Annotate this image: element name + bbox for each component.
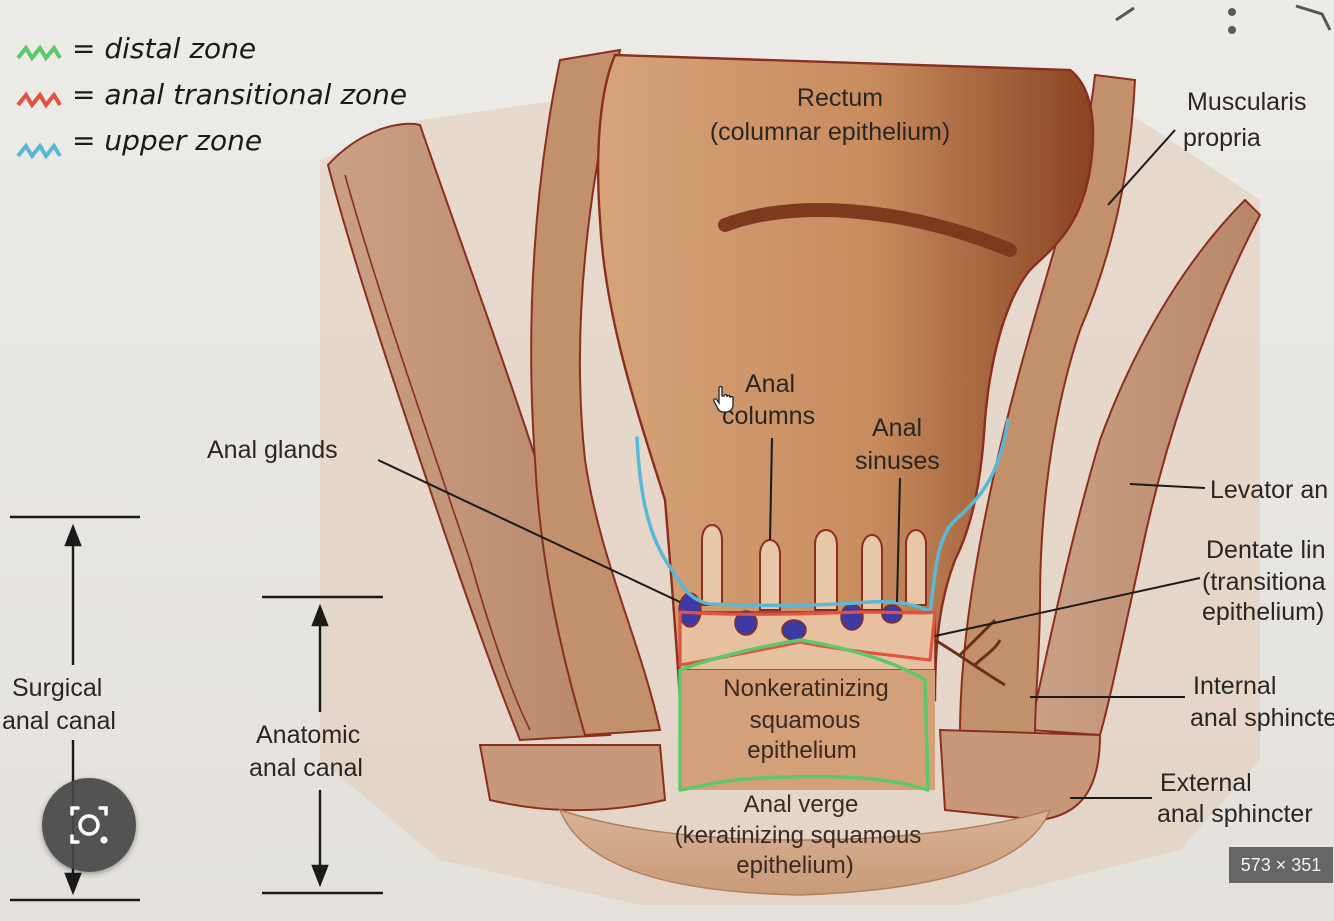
- anatomic-arrow-up: [311, 603, 329, 627]
- legend-transitional-zone: = anal transitional zone: [72, 78, 407, 111]
- label-surgical-2: anal canal: [2, 707, 116, 735]
- anatomic-arrow-down: [311, 864, 329, 888]
- anal-glands-group: [678, 592, 903, 641]
- label-anatomic-2: anal canal: [249, 754, 363, 782]
- rectum-fold: [718, 203, 1017, 257]
- external-sphincter-right: [938, 728, 1102, 822]
- legend-distal-zone: = distal zone: [72, 32, 256, 65]
- leader-anal-sinuses: [896, 477, 901, 603]
- legend-upper-zone: = upper zone: [72, 124, 262, 157]
- label-nonker-3: epithelium: [747, 737, 856, 764]
- external-sphincter-left: [478, 744, 667, 812]
- hand-pointer-icon: [713, 385, 734, 413]
- label-nonker-1: Nonkeratinizing: [723, 675, 888, 702]
- label-verge-2: (keratinizing squamous: [675, 822, 922, 849]
- anal-column-5: [905, 529, 927, 606]
- anal-column-1: [701, 524, 723, 606]
- distal-zone-outline: [678, 638, 930, 792]
- anal-columns-group: [701, 524, 927, 611]
- leader-levator: [1129, 483, 1206, 489]
- upper-zone-outline: [635, 418, 1010, 615]
- anal-column-4: [861, 534, 883, 611]
- more-vert-icon[interactable]: [1222, 6, 1242, 40]
- label-anal-columns-2: columns: [722, 402, 815, 430]
- anal-column-2: [759, 539, 781, 611]
- label-anal-glands: Anal glands: [207, 436, 338, 464]
- label-internal-2: anal sphincte: [1190, 704, 1334, 732]
- levator-right-shape: [1028, 198, 1262, 737]
- label-rectum-sub: (columnar epithelium): [710, 118, 950, 146]
- legend-swatch-green: [16, 44, 62, 62]
- label-anatomic-1: Anatomic: [256, 721, 360, 749]
- leader-lines: [377, 129, 1206, 799]
- leader-anal-glands: [377, 459, 681, 603]
- label-muscularis-1: Muscularis: [1187, 88, 1306, 116]
- label-dentate-2: (transitiona: [1202, 568, 1326, 596]
- label-levator: Levator an: [1210, 476, 1328, 504]
- label-surgical-1: Surgical: [12, 674, 102, 702]
- surgical-arrow-up: [64, 523, 82, 547]
- label-verge-1: Anal verge: [744, 791, 859, 818]
- label-rectum: Rectum: [797, 84, 883, 112]
- measurement-bars: [10, 515, 383, 902]
- label-muscularis-2: propria: [1183, 124, 1261, 152]
- label-anal-columns-1: Anal: [745, 370, 795, 398]
- leader-dentate: [934, 577, 1201, 637]
- levator-left-inner: [344, 174, 531, 731]
- anal-verge-shape: [558, 808, 1052, 896]
- label-verge-3: epithelium): [736, 852, 853, 879]
- legend-swatch-blue: [16, 142, 62, 160]
- nonkeratinizing-zone: [680, 670, 935, 790]
- legend-swatch-red: [16, 91, 62, 109]
- leader-anal-columns: [769, 437, 773, 541]
- anal-column-3: [814, 529, 838, 611]
- anal-gland-4: [840, 603, 864, 631]
- label-dentate-1: Dentate lin: [1206, 536, 1326, 564]
- label-anal-sinuses-1: Anal: [872, 414, 922, 442]
- leader-muscularis: [1107, 129, 1176, 206]
- label-internal-1: Internal: [1193, 672, 1276, 700]
- label-external-1: External: [1160, 769, 1252, 797]
- label-external-2: anal sphincter: [1157, 800, 1313, 828]
- image-dimensions-badge: 573 × 351: [1229, 847, 1333, 883]
- label-dentate-3: epithelium): [1202, 598, 1324, 626]
- surgical-arrow-down: [64, 872, 82, 896]
- label-nonker-2: squamous: [750, 707, 861, 734]
- anal-gland-3: [781, 619, 807, 641]
- google-lens-button[interactable]: [42, 778, 136, 872]
- anal-gland-2: [734, 610, 758, 636]
- handwritten-legend: = distal zone = anal transitional zone =…: [16, 32, 407, 160]
- corner-mark-icon: [1115, 4, 1332, 31]
- label-anal-sinuses-2: sinuses: [855, 447, 940, 475]
- muscularis-left-shape: [530, 48, 662, 737]
- google-lens-icon: [70, 806, 108, 844]
